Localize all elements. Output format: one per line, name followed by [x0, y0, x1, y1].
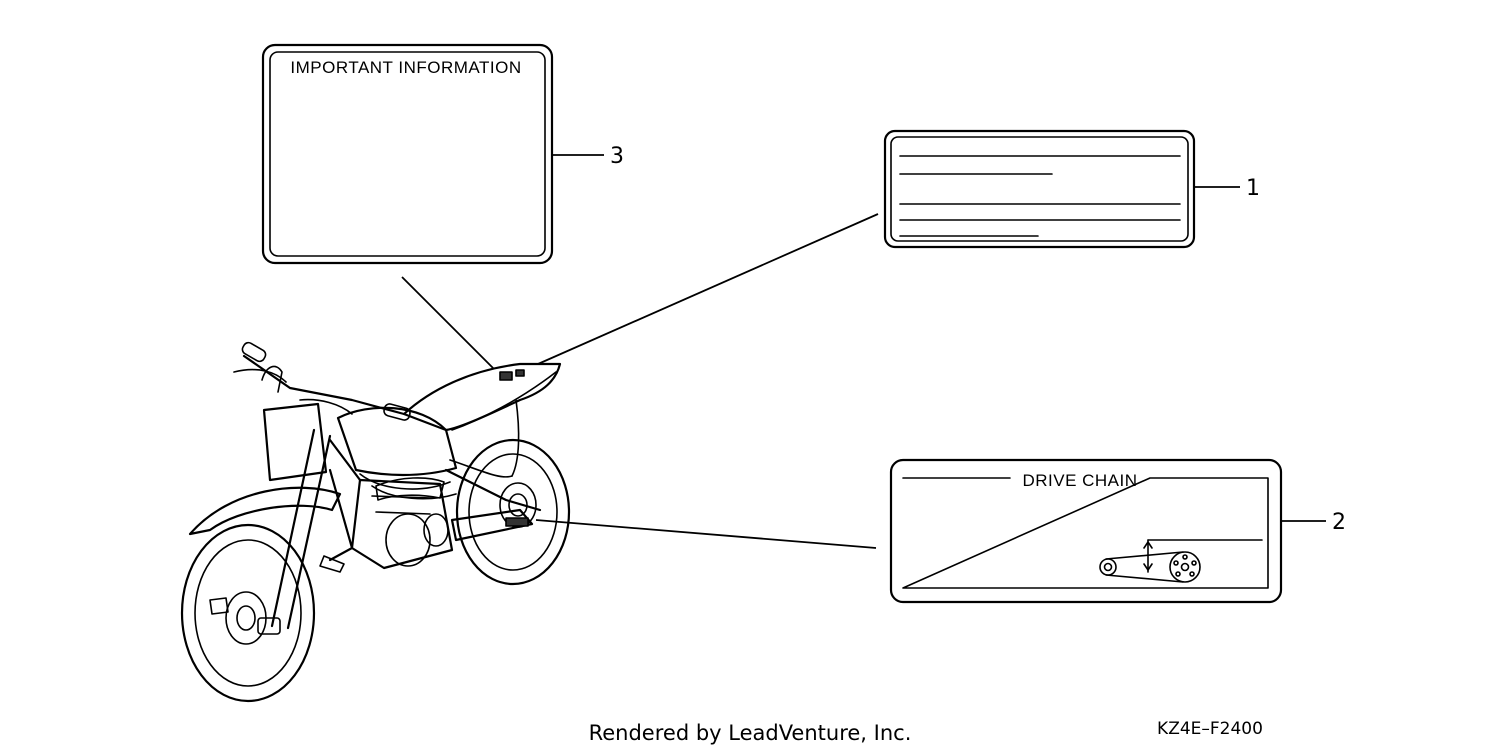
diagram-code: KZ4E–F2400	[1157, 719, 1263, 739]
leader-label-3-to-bike	[401, 276, 495, 370]
label-drive-chain[interactable]: DRIVE CHAIN	[889, 458, 1283, 604]
chain-slack-icon	[1099, 539, 1263, 583]
swing-arm	[450, 508, 534, 542]
seat	[402, 362, 562, 432]
decal-marker-swingarm	[505, 517, 529, 527]
rear-wheel	[455, 438, 571, 586]
callout-1[interactable]: 1	[1246, 176, 1260, 201]
label-drive-chain-title: DRIVE CHAIN	[1022, 471, 1137, 490]
fuel-tank	[336, 406, 458, 477]
front-fork	[257, 428, 332, 635]
label-caution-text-lines	[899, 155, 1181, 237]
callout-2[interactable]: 2	[1332, 510, 1346, 535]
label-caution[interactable]	[883, 129, 1196, 249]
decal-marker-seat	[499, 371, 513, 381]
leader-label-2-to-bike	[535, 519, 877, 549]
label-important-information[interactable]: IMPORTANT INFORMATION	[261, 43, 554, 265]
footer-credit: Rendered by LeadVenture, Inc.	[589, 721, 912, 745]
callout-3[interactable]: 3	[610, 144, 624, 169]
frame	[328, 438, 542, 562]
label-important-information-title: IMPORTANT INFORMATION	[290, 58, 521, 77]
front-fender	[188, 486, 342, 536]
front-wheel	[180, 523, 316, 703]
handlebars	[233, 341, 411, 421]
leader-label-1-to-bike	[537, 213, 879, 365]
motorcycle-drawing	[180, 341, 571, 703]
number-plate	[262, 402, 328, 482]
engine	[350, 478, 454, 570]
